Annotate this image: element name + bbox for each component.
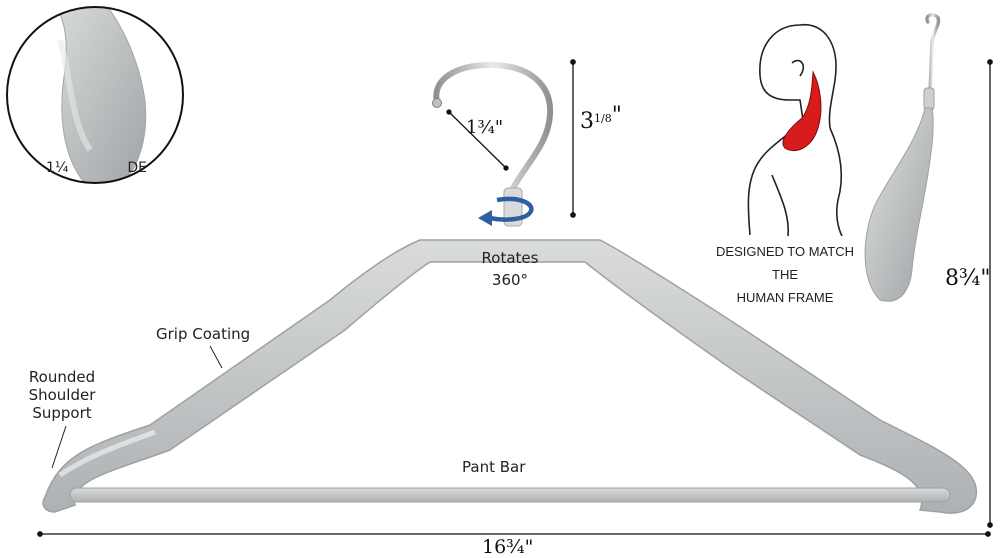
human-frame-line1: DESIGNED TO MATCH (716, 244, 854, 259)
total-width-dimension (37, 531, 991, 537)
hook-height-main: 3 (580, 109, 594, 134)
hook-height-dimension (570, 59, 576, 218)
inset-caption-size: 1¼ (46, 160, 69, 176)
human-frame-line2: THE (772, 267, 798, 282)
inset-caption-tail: DE (127, 160, 148, 176)
total-height-dimension (987, 59, 993, 528)
human-frame-line3: HUMAN FRAME (736, 290, 834, 305)
hanger-side-profile (864, 13, 941, 302)
pant-bar (69, 487, 951, 503)
hook-height-fraction: 1/8 (594, 112, 612, 125)
hanger-hook (432, 61, 554, 227)
rotate-arrow-icon (478, 196, 534, 226)
hook-width-dimension (446, 109, 509, 171)
hanger-body (42, 239, 978, 514)
hook-height-label: 31/8" (580, 103, 622, 134)
total-width-label: 16¾" (478, 536, 538, 558)
inset-caption: 1¼ DE (46, 160, 147, 176)
rotates-line2: 360° (491, 271, 529, 289)
hook-height-mark: " (611, 103, 622, 128)
shoulder-line2: Shoulder (28, 386, 96, 404)
shoulder-support-leader (51, 425, 67, 469)
grip-coating-label: Grip Coating (156, 325, 251, 343)
hook-width-label: 1¾" (466, 117, 504, 138)
shoulder-line1: Rounded (28, 368, 96, 386)
pant-bar-label: Pant Bar (462, 458, 526, 476)
human-frame-caption: DESIGNED TO MATCH THE HUMAN FRAME (700, 240, 870, 309)
rotates-line1: Rotates (481, 249, 539, 267)
shoulder-line3: Support (32, 404, 92, 422)
total-height-label: 8¾" (945, 266, 991, 291)
rotates-label: Rotates 360° (470, 247, 550, 291)
shoulder-support-label: Rounded Shoulder Support (16, 368, 108, 422)
human-frame-red-hanger (782, 70, 822, 152)
grip-coating-leader (209, 345, 223, 369)
shoulder-closeup-inset (6, 6, 184, 184)
